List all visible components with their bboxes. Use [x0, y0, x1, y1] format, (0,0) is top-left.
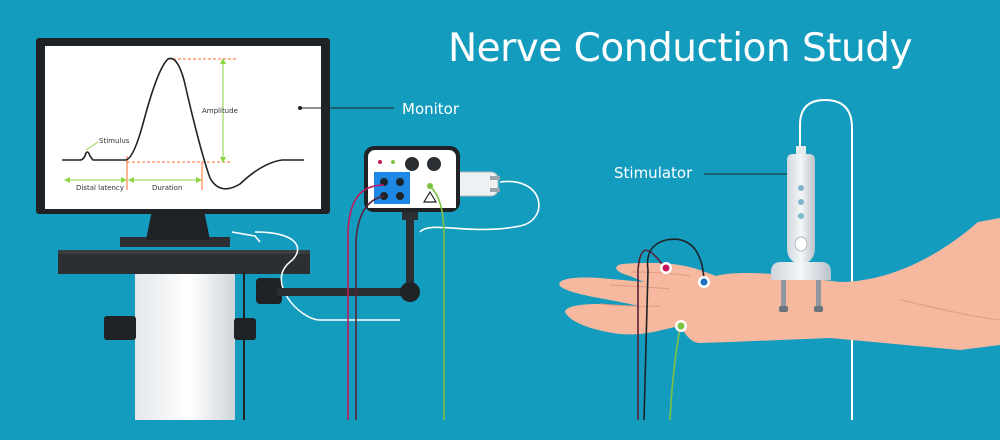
hand-lead-dark [643, 238, 705, 421]
hand-and-arm [559, 218, 1000, 350]
monitor-screen [45, 46, 321, 209]
label-amplitude: Amplitude [202, 107, 238, 115]
waveform-plot: Stimulus Amplitude Distal latency Durati… [62, 57, 304, 192]
stimulator-label: Stimulator [614, 164, 693, 182]
monitor-label: Monitor [402, 100, 460, 118]
hand-lead-purple [637, 249, 666, 420]
lead-green [429, 185, 445, 420]
articulating-arm [259, 208, 420, 302]
monitor-cable-2 [231, 231, 261, 243]
cart-stand [58, 250, 310, 420]
stimulator-probe [771, 146, 831, 312]
hand-lead-green [669, 327, 681, 421]
waveform-trace [62, 57, 304, 190]
monitor-cable [254, 231, 400, 321]
stimulator-cable [799, 98, 853, 420]
lead-dark [355, 195, 385, 420]
label-distal-latency: Distal latency [76, 184, 124, 192]
label-duration: Duration [152, 184, 182, 192]
amplifier-box [364, 146, 500, 212]
lead-red [347, 184, 385, 420]
label-stimulus: Stimulus [99, 137, 130, 145]
monitor [36, 38, 330, 247]
amplifier-cable [419, 180, 540, 233]
page-title: Nerve Conduction Study [448, 26, 913, 71]
